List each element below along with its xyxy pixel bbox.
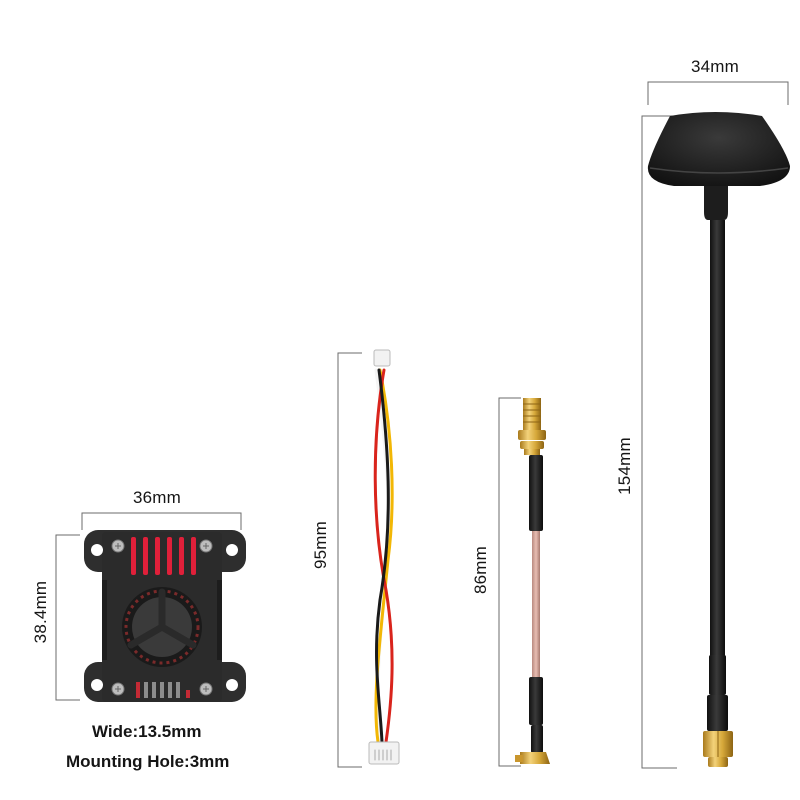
cable-dimension-line [337, 352, 362, 768]
antenna-length-label: 154mm [615, 437, 634, 495]
heatsink-fins [131, 537, 196, 575]
antenna-width-label: 34mm [691, 57, 740, 76]
bottom-vents [136, 682, 190, 698]
cable-length-label: 95mm [311, 520, 330, 570]
vtx-dimension-lines [55, 512, 242, 701]
pigtail-length-label: 86mm [471, 545, 490, 595]
vtx-module [84, 530, 246, 702]
fan-icon [122, 587, 202, 667]
mushroom-antenna [647, 112, 790, 767]
vtx-height-label: 38.4mm [31, 580, 50, 644]
vtx-width-label: 36mm [133, 488, 182, 507]
antenna-dimension-lines [641, 81, 789, 769]
wire-harness [368, 349, 400, 765]
screw-icon [111, 539, 213, 696]
vtx-width-caption: Wide:13.5mm [92, 722, 202, 741]
pigtail-dimension-line [498, 397, 521, 767]
rf-pigtail [515, 398, 550, 764]
vtx-mounting-hole-caption: Mounting Hole:3mm [66, 752, 230, 771]
